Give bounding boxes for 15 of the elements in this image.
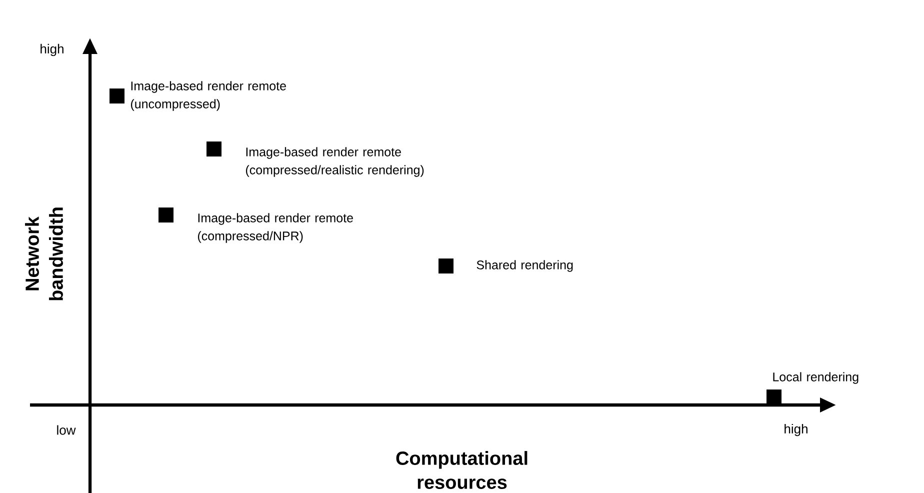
data-point-marker [206, 142, 222, 156]
data-point-marker [766, 390, 782, 404]
axis-title: Computational resources [396, 451, 528, 489]
axis-end-label: high [40, 44, 64, 56]
point-label: Shared rendering [476, 260, 573, 272]
axis-title: Network bandwidth [25, 208, 63, 300]
point-label: Local rendering [773, 372, 858, 384]
point-label: Image-based render remote (compressed/NPR) [198, 213, 353, 243]
axis-end-label: high [784, 424, 808, 436]
point-label: Image-based render remote (uncompressed) [130, 81, 286, 111]
data-point-marker [438, 258, 454, 274]
data-point-marker [110, 88, 124, 104]
point-label: Image-based render remote (compressed/realistic rendering) [246, 147, 424, 177]
axis-end-label: low [57, 425, 76, 435]
data-point-marker [158, 208, 174, 222]
